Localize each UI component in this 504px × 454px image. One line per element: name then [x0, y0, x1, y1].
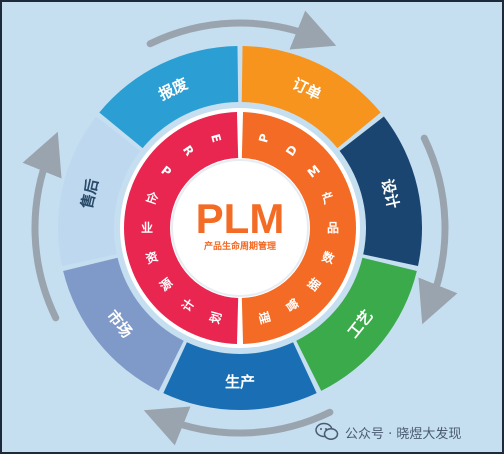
segment-4: [63, 257, 184, 391]
inner-arc-1: [241, 112, 356, 344]
center-disc: [172, 160, 308, 296]
center-subtitle: 产品生命周期管理: [204, 240, 276, 252]
cycle-arrow-1: [418, 134, 458, 325]
cycle-arrow-0: [146, 10, 337, 50]
inner-label-char: 资: [144, 248, 160, 266]
segment-2: [296, 257, 417, 391]
cycle-arrow-3: [22, 131, 62, 322]
segment-5: [58, 116, 141, 267]
inner-label-char: 企: [143, 188, 161, 207]
wechat-icon: [315, 422, 339, 440]
segment-6: [99, 46, 239, 149]
inner-label-char: 品: [327, 221, 339, 235]
segment-1: [339, 116, 423, 267]
inner-label-char: 产: [320, 189, 336, 207]
center-title: PLM: [196, 195, 285, 242]
watermark: 公众号 · 晓煜大发现: [315, 419, 461, 445]
segment-0: [241, 46, 381, 149]
inner-label-char: 业: [141, 220, 153, 235]
segment-label-3: 生产: [225, 373, 255, 391]
watermark-text: 公众号 · 晓煜大发现: [345, 426, 462, 442]
inner-label-char: 理: [256, 310, 273, 325]
center-disc-shadow: [171, 159, 309, 297]
inner-label-char: P: [256, 132, 272, 144]
inner-label-char: 划: [207, 310, 225, 325]
inner-label-char: E: [208, 132, 224, 144]
cycle-arrow-2: [143, 406, 334, 446]
inner-arc-0: [124, 112, 239, 344]
cycle-arrows: [22, 10, 458, 446]
segment-3: [163, 342, 317, 411]
